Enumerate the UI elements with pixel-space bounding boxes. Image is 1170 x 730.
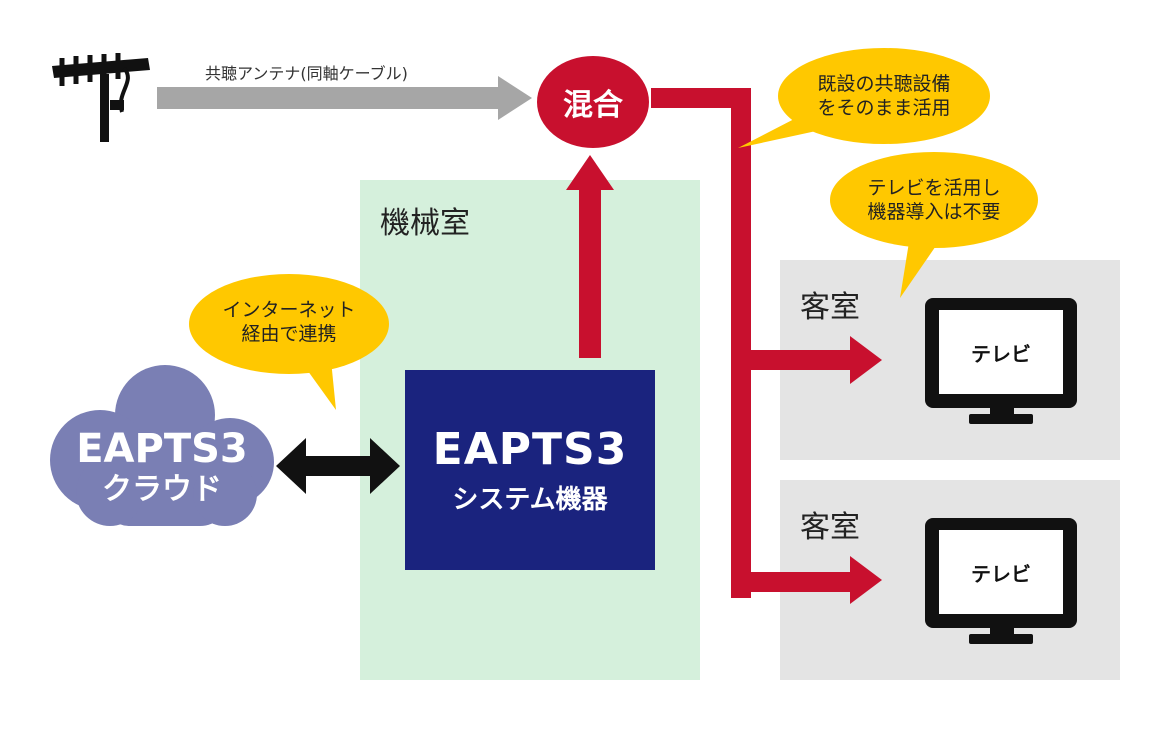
cloud-shape — [50, 365, 274, 526]
cloud-system-link-arrow — [276, 438, 400, 494]
bubble-existing-line2: をそのまま活用 — [817, 97, 951, 119]
bubble-internet: インターネット 経由で連携 — [199, 298, 379, 346]
bubble-tv-line1: テレビを活用し — [867, 177, 1001, 199]
system-to-mixer-line — [579, 186, 601, 358]
cloud-subtitle: クラウド — [102, 472, 222, 507]
tv-1-label: テレビ — [971, 342, 1031, 366]
branch-room-1-arrowhead — [850, 336, 882, 384]
bubble-existing-shape — [738, 48, 990, 148]
antenna-icon — [52, 53, 150, 142]
mixer-node: 混合 — [537, 56, 649, 148]
bubble-tv-shape — [830, 152, 1038, 298]
tv-1-icon — [925, 298, 1077, 424]
system-title: EAPTS3 — [432, 424, 628, 475]
guest-room-2-label: 客室 — [800, 510, 860, 545]
mixer-out-line — [651, 88, 751, 108]
cloud-title: EAPTS3 — [76, 426, 248, 472]
bubble-internet-line2: 経由で連携 — [241, 323, 337, 345]
bubble-tv: テレビを活用し 機器導入は不要 — [844, 176, 1024, 224]
system-subtitle: システム機器 — [452, 485, 608, 515]
tv-2-icon — [925, 518, 1077, 644]
guest-room-1-label: 客室 — [800, 290, 860, 325]
bubble-existing: 既設の共聴設備 をそのまま活用 — [794, 72, 974, 120]
bubble-internet-shape — [189, 274, 389, 410]
mixer-label: 混合 — [563, 88, 623, 123]
branch-room-2 — [731, 572, 855, 592]
signal-lines — [566, 88, 882, 604]
coax-arrow — [157, 76, 532, 120]
system-to-mixer-arrowhead — [566, 155, 614, 190]
tv-2-label: テレビ — [971, 562, 1031, 586]
cloud-text-block: EAPTS3 クラウド — [62, 426, 262, 508]
distribution-trunk — [731, 88, 751, 598]
eapts3-system-box: EAPTS3 システム機器 — [405, 370, 655, 570]
bubble-internet-line1: インターネット — [222, 299, 356, 321]
branch-room-2-arrowhead — [850, 556, 882, 604]
bubble-existing-line1: 既設の共聴設備 — [817, 73, 951, 95]
machine-room-label: 機械室 — [380, 206, 470, 241]
coax-cable-label: 共聴アンテナ(同軸ケーブル) — [205, 64, 408, 83]
branch-room-1 — [731, 350, 855, 370]
bubble-tv-line2: 機器導入は不要 — [867, 201, 1001, 223]
